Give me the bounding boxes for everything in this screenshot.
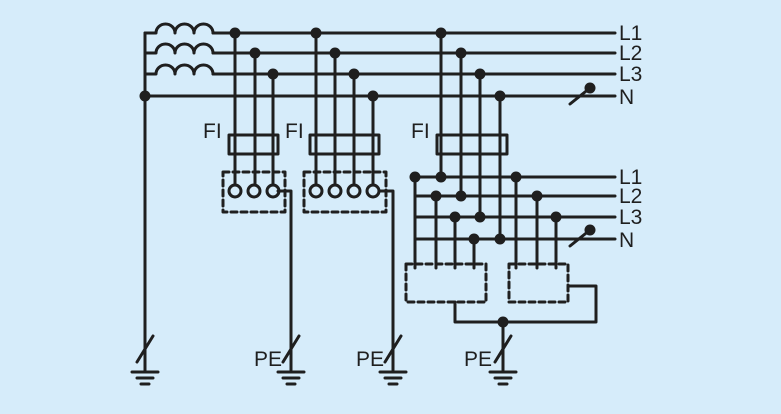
switch-dot	[584, 82, 596, 94]
branch-3	[435, 31, 509, 241]
junction-dot	[550, 211, 562, 223]
sub-load-b	[507, 175, 570, 304]
pe-label-1: PE	[254, 348, 282, 371]
switch-dot	[584, 224, 596, 236]
socket-terminal	[365, 183, 381, 199]
junction-dot	[329, 47, 341, 59]
transformer-windings	[143, 22, 215, 352]
junction-dot	[494, 233, 506, 245]
junction-dot	[474, 211, 486, 223]
sub-bus-label-l2: L2	[619, 185, 642, 208]
junction-dot	[409, 171, 421, 183]
junction-dot	[449, 211, 461, 223]
pe-label-3: PE	[464, 348, 492, 371]
pe-conductor-2	[377, 189, 395, 372]
junction-dot	[435, 171, 447, 183]
junction-dot	[367, 90, 379, 102]
branch-2	[302, 31, 408, 386]
fi-label-1: FI	[203, 120, 222, 143]
pe-label-2: PE	[356, 348, 384, 371]
junction-dot	[310, 27, 322, 39]
junction-dot	[455, 47, 467, 59]
sub-load-a	[404, 175, 488, 304]
sub-bus-label-n: N	[619, 229, 634, 252]
ground-slash-icon	[281, 334, 301, 364]
sub-bus-label-l1: L1	[619, 166, 642, 189]
junction-dot	[494, 90, 506, 102]
junction-dot	[510, 171, 522, 183]
junction-dot	[430, 190, 442, 202]
main-bus-label-l1: L1	[619, 22, 642, 45]
socket-terminal	[346, 183, 362, 199]
labels: L1 L2 L3 N L1 L2 L3 N FI FI FI PE PE PE	[203, 22, 642, 371]
junction-dot	[455, 190, 467, 202]
main-bus-label-n: N	[619, 86, 634, 109]
junction-dot	[229, 27, 241, 39]
sub-socket-box-b	[507, 262, 570, 304]
socket-terminal	[327, 183, 343, 199]
sub-socket-box-a	[404, 262, 488, 304]
junction-dot	[497, 316, 509, 328]
ground-slash-icon	[493, 334, 513, 364]
ground-slash-icon	[383, 334, 403, 364]
winding-l3-icon	[143, 63, 215, 76]
junction-dot	[531, 190, 543, 202]
socket-terminal	[246, 183, 262, 199]
junction-dot	[249, 47, 261, 59]
junction-dot	[348, 68, 360, 80]
source-ground	[130, 334, 160, 386]
socket-terminal	[308, 183, 324, 199]
junction-dot	[139, 90, 151, 102]
fi-device-1	[227, 133, 280, 156]
branch-1	[221, 31, 306, 386]
junction-dot	[435, 27, 447, 39]
fi-device-2	[308, 133, 381, 156]
socket-terminal	[227, 183, 243, 199]
fi-device-3	[435, 133, 509, 156]
winding-l1-icon	[143, 22, 215, 35]
main-bus-label-l3: L3	[619, 63, 642, 86]
junction-dot	[474, 68, 486, 80]
fi-label-2: FI	[285, 120, 304, 143]
junction-dot	[468, 233, 480, 245]
fi-label-3: FI	[411, 120, 430, 143]
main-bus-conductors	[143, 31, 617, 98]
sub-pe-loop	[453, 284, 598, 386]
junction-dots	[139, 27, 596, 328]
junction-dot	[267, 68, 279, 80]
pe-conductor-1	[276, 189, 293, 372]
sub-bus-label-l3: L3	[619, 206, 642, 229]
main-bus-label-l2: L2	[619, 42, 642, 65]
winding-l2-icon	[143, 42, 215, 55]
